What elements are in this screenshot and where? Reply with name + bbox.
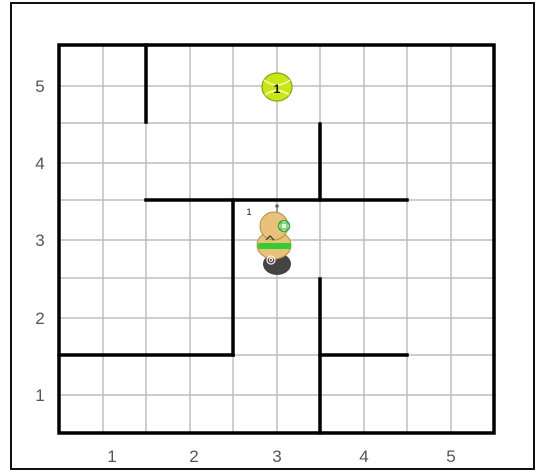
y-tick-label: 2 [35,309,44,328]
robot-badge: 1 [246,207,251,217]
y-axis-labels: 5 4 3 2 1 [35,77,44,405]
x-tick-label: 3 [272,447,281,466]
x-tick-label: 1 [107,447,116,466]
x-tick-label: 2 [189,447,198,466]
y-tick-label: 4 [35,154,44,173]
x-axis-labels: 1 2 3 4 5 [107,447,455,466]
x-tick-label: 5 [446,447,455,466]
x-tick-label: 4 [359,447,368,466]
ball: 1 [262,73,292,101]
y-tick-label: 1 [35,386,44,405]
y-tick-label: 3 [35,231,44,250]
ball-label: 1 [274,82,281,96]
y-tick-label: 5 [35,77,44,96]
